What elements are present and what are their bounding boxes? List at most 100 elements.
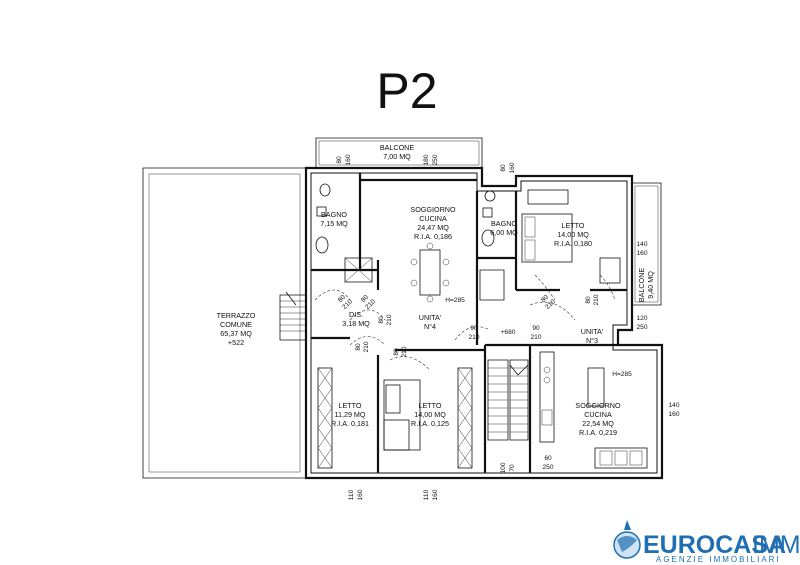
- eurocasa-logo: EUROCASA IMM AGENZIE IMMOBILIARI: [613, 520, 800, 564]
- dining-table-unit4: [410, 242, 450, 303]
- room-area: 24,47 MQ: [417, 223, 449, 232]
- svg-text:80: 80: [540, 294, 550, 304]
- dim-d5: 80 210: [360, 294, 377, 311]
- room-name: LETTO: [338, 401, 361, 410]
- svg-text:100: 100: [500, 462, 507, 473]
- dim-d3: 80 160: [500, 162, 516, 173]
- room-area: 65,37 MQ: [220, 329, 252, 338]
- room-name: LETTO: [561, 221, 584, 230]
- kitchen-unit3: [539, 351, 648, 469]
- room-area: 9,40 MQ: [646, 271, 655, 299]
- room-area: 14,00 MQ: [557, 230, 589, 239]
- svg-text:180: 180: [423, 154, 430, 165]
- svg-text:210: 210: [468, 334, 479, 341]
- svg-text:160: 160: [636, 250, 647, 257]
- floor-title: P2: [376, 63, 437, 119]
- dim-d14: 140 160: [668, 402, 679, 418]
- svg-text:210: 210: [593, 294, 600, 305]
- svg-text:110: 110: [348, 489, 355, 500]
- stairwell: [487, 359, 529, 441]
- svg-text:250: 250: [432, 154, 439, 165]
- svg-text:160: 160: [345, 154, 352, 165]
- room-name-2: COMUNE: [220, 320, 252, 329]
- room-ria: R.I.A. 0,186: [414, 232, 452, 241]
- svg-text:80: 80: [337, 294, 347, 304]
- logo-main-text: EUROCASA: [643, 531, 786, 559]
- room-area: 6,00 MQ: [490, 228, 518, 237]
- svg-text:140: 140: [636, 241, 647, 248]
- svg-text:80: 80: [360, 294, 370, 304]
- svg-text:60: 60: [544, 455, 552, 462]
- room-bagno-right: BAGNO 6,00 MQ: [490, 219, 518, 237]
- svg-text:210: 210: [386, 314, 393, 325]
- height-label-unit3: H=285: [612, 371, 632, 378]
- room-area: 7,15 MQ: [320, 219, 348, 228]
- room-name: BALCONE: [380, 143, 415, 152]
- dim-d13: 120 250: [636, 315, 647, 331]
- room-balcone-top: BALCONE 7,00 MQ: [380, 143, 415, 161]
- dim-d6: 80 210: [378, 314, 393, 325]
- svg-text:250: 250: [542, 464, 553, 471]
- svg-text:250: 250: [636, 324, 647, 331]
- room-area: 11,29 MQ: [334, 410, 365, 419]
- unit-number: N°3: [586, 336, 598, 345]
- room-name: SOGGIORNO: [410, 205, 456, 214]
- room-ria: R.I.A. 0,180: [554, 239, 592, 248]
- room-name: LETTO: [418, 401, 441, 410]
- svg-text:90: 90: [470, 325, 478, 332]
- room-level: +522: [228, 338, 244, 347]
- svg-text:80: 80: [378, 316, 385, 324]
- svg-text:80: 80: [355, 343, 362, 351]
- unit-name: UNITA': [581, 327, 604, 336]
- room-name-2: CUCINA: [584, 410, 612, 419]
- door-swings: [314, 274, 616, 371]
- unit-name: UNITA': [419, 313, 442, 322]
- svg-text:120: 120: [636, 315, 647, 322]
- svg-text:140: 140: [668, 402, 679, 409]
- terrace-inner-outline: [148, 173, 301, 473]
- dim-d16: 100 70: [500, 462, 516, 473]
- bathroom-right-fixtures: [479, 190, 505, 301]
- dim-d4: 80 210: [337, 294, 354, 311]
- room-soggiorno-unit4: SOGGIORNO CUCINA 24,47 MQ R.I.A. 0,186: [410, 205, 456, 241]
- svg-text:160: 160: [509, 162, 516, 173]
- room-name: DIS.: [349, 310, 363, 319]
- svg-text:80: 80: [585, 296, 592, 304]
- room-area: 22,54 MQ: [582, 419, 614, 428]
- svg-text:210: 210: [363, 341, 370, 352]
- room-area: 3,18 MQ: [342, 319, 370, 328]
- room-area: 7,00 MQ: [383, 152, 411, 161]
- level-label-680: +680: [501, 329, 516, 336]
- room-name: BAGNO: [321, 210, 347, 219]
- room-letto-bottom-mid: LETTO 14,00 MQ R.I.A. 0,125: [411, 401, 449, 428]
- dim-d1: 80 160: [336, 154, 352, 165]
- logo-tail-text: IMM: [752, 531, 800, 559]
- room-name: BAGNO: [491, 219, 517, 228]
- room-letto-top-right: LETTO 14,00 MQ R.I.A. 0,180: [554, 221, 592, 248]
- room-ria: R.I.A. 0,219: [579, 428, 617, 437]
- svg-text:160: 160: [357, 489, 364, 500]
- room-soggiorno-unit3: SOGGIORNO CUCINA 22,54 MQ R.I.A. 0,219: [575, 401, 621, 437]
- height-label-unit4: H=285: [445, 297, 465, 304]
- svg-text:70: 70: [509, 464, 516, 472]
- svg-text:110: 110: [423, 489, 430, 500]
- dim-d15: 60 250: [542, 455, 553, 471]
- dim-d8: 80 210: [393, 346, 408, 357]
- wardrobe-bottom-left: [317, 367, 473, 469]
- room-dis: DIS. 3,18 MQ: [342, 310, 370, 328]
- dim-d2: 180 250: [423, 154, 439, 165]
- svg-text:90: 90: [532, 325, 540, 332]
- globe-icon: [613, 520, 641, 559]
- bathroom-left-fixtures: [315, 183, 373, 283]
- logo-subtitle: AGENZIE IMMOBILIARI: [656, 555, 781, 564]
- unit-number: N°4: [424, 322, 436, 331]
- dim-d7: 80 210: [355, 341, 370, 352]
- building-walls: [304, 166, 664, 480]
- room-bagno-left: BAGNO 7,15 MQ: [320, 210, 348, 228]
- svg-text:210: 210: [530, 334, 541, 341]
- dim-d18: 110 160: [423, 489, 439, 500]
- dim-d9b: 80 210: [585, 294, 600, 305]
- svg-text:80: 80: [393, 348, 400, 356]
- svg-text:210: 210: [401, 346, 408, 357]
